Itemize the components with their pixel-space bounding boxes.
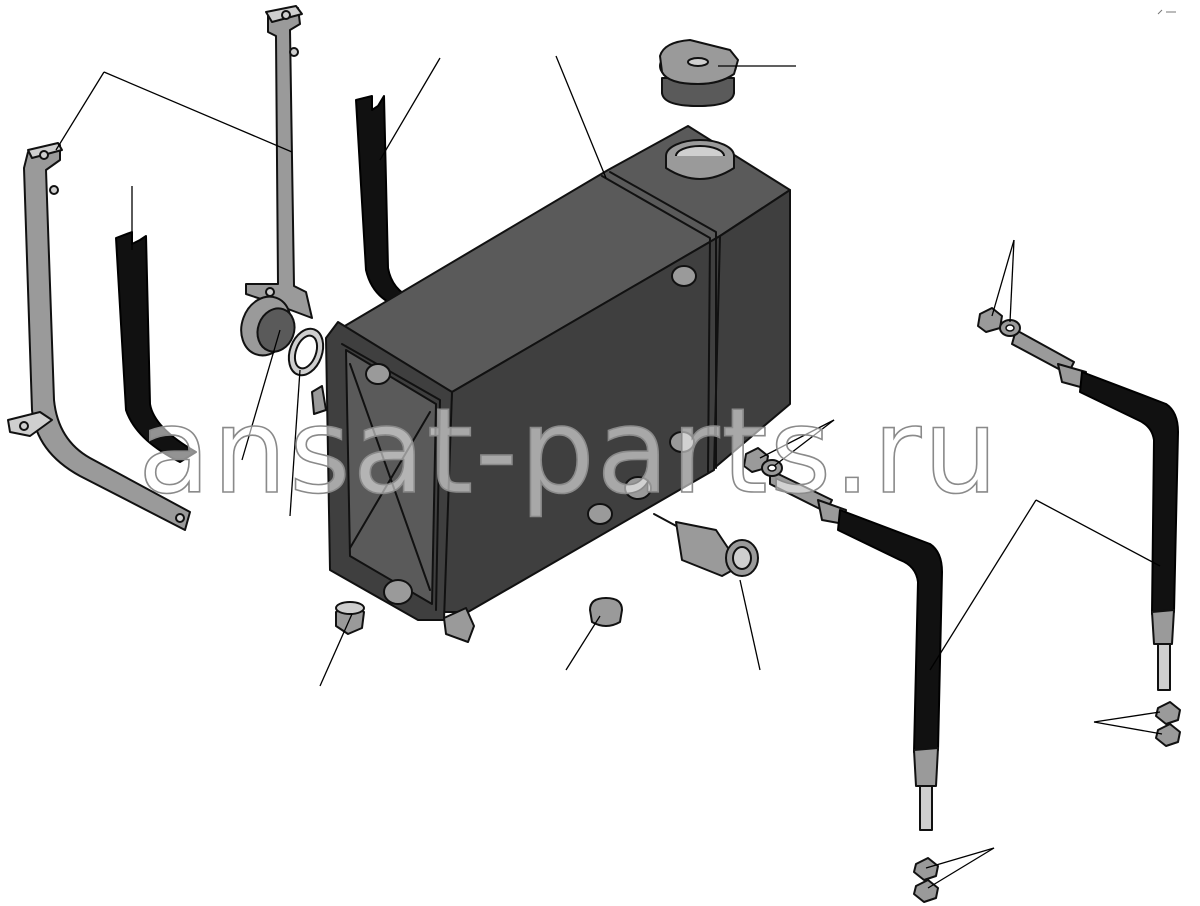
rear-rubber-pad <box>355 95 413 307</box>
left-rubber-pad <box>115 231 197 463</box>
rear-tall-bracket <box>245 5 313 319</box>
watermark-text: ansat-parts.ru <box>138 382 1000 520</box>
leader-lines <box>55 55 1163 889</box>
front-strap <box>769 469 943 831</box>
front-strap-nuts-bottom <box>913 857 939 903</box>
front-strap-nut-washer-top <box>743 447 783 477</box>
filler-cap <box>659 39 739 107</box>
rear-strap-nuts-bottom <box>1155 701 1181 747</box>
rear-strap <box>1011 329 1179 691</box>
rear-strap-nut-washer-top <box>977 307 1021 337</box>
fluid-tank <box>311 125 791 643</box>
corner-mark <box>1157 9 1176 15</box>
left-front-bracket <box>7 142 191 531</box>
level-sensor <box>653 513 759 577</box>
round-plug <box>589 597 623 627</box>
flange-and-gasket <box>240 295 325 377</box>
